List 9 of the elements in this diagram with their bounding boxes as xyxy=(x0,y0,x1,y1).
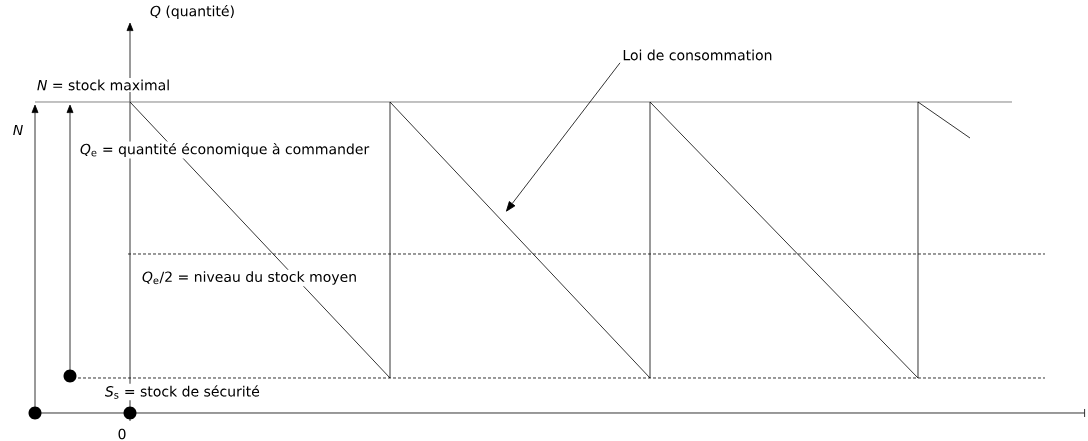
axis-label: 0 xyxy=(116,427,128,441)
axis-label: N = stock maximal xyxy=(35,78,172,92)
axis-label: S$_{s}$ = stock de sécurité xyxy=(103,383,262,401)
axis-label: Q$_{e}$/2 = niveau du stock moyen xyxy=(140,269,359,287)
axis-label: Q (quantité) xyxy=(148,3,237,21)
annotation-text: Loi de consommation xyxy=(623,49,772,61)
leader-arrow xyxy=(506,62,621,212)
axis-label: Q$_{e}$ = quantité économique à commander xyxy=(78,141,371,159)
axis-label: N xyxy=(11,123,25,137)
